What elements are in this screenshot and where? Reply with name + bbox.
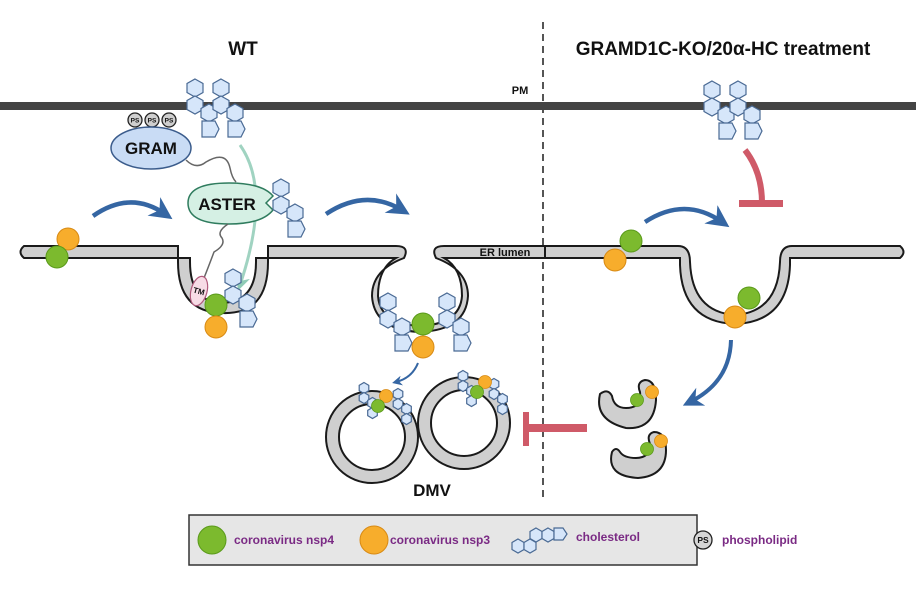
cholesterol-legend-icon — [511, 527, 568, 554]
flow-arrow-right-2 — [682, 339, 733, 406]
legend-item-cholesterol: cholesterol — [511, 527, 640, 554]
nsp3-particle — [723, 305, 747, 329]
nsp3-particle — [645, 385, 659, 399]
nsp4-particle — [411, 312, 435, 336]
legend-item-nsp3: coronavirus nsp3 — [359, 525, 490, 555]
nsp3-particle — [56, 227, 80, 251]
nsp3-particle — [411, 335, 435, 359]
nsp3-particle — [204, 315, 228, 339]
flow-arrow-dmv — [392, 362, 419, 386]
nsp3-particle — [478, 375, 492, 389]
nsp3-particle — [379, 389, 393, 403]
nsp4-particle — [630, 393, 644, 407]
tm-domain: TM — [189, 275, 209, 307]
membrane-fragment-1 — [598, 378, 659, 430]
title-wt: WT — [228, 39, 258, 60]
legend-item-phospholipid: PS phospholipid — [693, 530, 797, 550]
inhibition-cholesterol-transfer — [739, 148, 783, 207]
legend-label-nsp4: coronavirus nsp4 — [234, 533, 334, 547]
nsp4-particle — [470, 385, 484, 399]
er-membrane-right — [544, 245, 905, 326]
er-membrane-left — [19, 245, 561, 334]
dmv-vesicle-1 — [325, 383, 419, 484]
gram-domain: GRAM — [110, 126, 192, 170]
title-treatment: GRAMD1C-KO/20α-HC treatment — [576, 39, 871, 60]
gram-label: GRAM — [125, 139, 177, 158]
svg-text:PS: PS — [148, 118, 157, 125]
svg-text:TM: TM — [192, 286, 206, 298]
aster-domain: ASTER — [187, 182, 275, 225]
cholesterol-pm-left — [187, 79, 245, 137]
svg-text:PS: PS — [131, 118, 140, 125]
pm-label: PM — [512, 85, 529, 97]
legend-label-nsp3: coronavirus nsp3 — [390, 533, 490, 547]
nsp3-particle — [654, 434, 668, 448]
nsp4-particle — [204, 293, 228, 317]
nsp3-particle — [603, 248, 627, 272]
svg-text:PS: PS — [697, 535, 709, 545]
membrane-fragment-2 — [610, 430, 668, 480]
linker-aster-tm — [203, 223, 229, 279]
flow-arrow-2 — [324, 193, 410, 216]
cholesterol-aster-bound — [273, 179, 305, 237]
er-lumen-label: ER lumen — [480, 247, 531, 259]
nsp4-particle — [619, 229, 643, 253]
flow-arrow-right-1 — [643, 205, 730, 228]
legend-label-cholesterol: cholesterol — [576, 530, 640, 544]
plasma-membrane — [0, 102, 916, 110]
svg-text:PS: PS — [165, 118, 174, 125]
nsp3-legend-icon — [359, 525, 389, 555]
ps-icon — [127, 112, 143, 128]
dmv-vesicle-2 — [417, 371, 511, 470]
nsp4-particle — [45, 245, 69, 269]
legend-item-nsp4: coronavirus nsp4 — [197, 525, 334, 555]
cholesterol-pm-right — [704, 81, 762, 139]
ps-icon — [161, 112, 177, 128]
dmv-label: DMV — [413, 481, 451, 500]
nsp4-particle — [737, 286, 761, 310]
linker-gram-aster — [185, 156, 237, 183]
nsp4-particle — [371, 399, 385, 413]
cholesterol-er-bud — [225, 269, 257, 327]
legend-label-phospholipid: phospholipid — [722, 533, 797, 547]
cholesterol-bud2-left — [380, 293, 412, 351]
phospholipid-group: PS PS PS — [127, 112, 177, 128]
nsp4-particle — [640, 442, 654, 456]
ps-legend-icon — [693, 530, 713, 550]
inhibition-dmv — [523, 412, 587, 446]
legend: coronavirus nsp4 coronavirus nsp3 choles… — [188, 514, 797, 566]
aster-label: ASTER — [198, 195, 256, 214]
nsp4-legend-icon — [197, 525, 227, 555]
flow-arrow-1 — [91, 197, 173, 220]
